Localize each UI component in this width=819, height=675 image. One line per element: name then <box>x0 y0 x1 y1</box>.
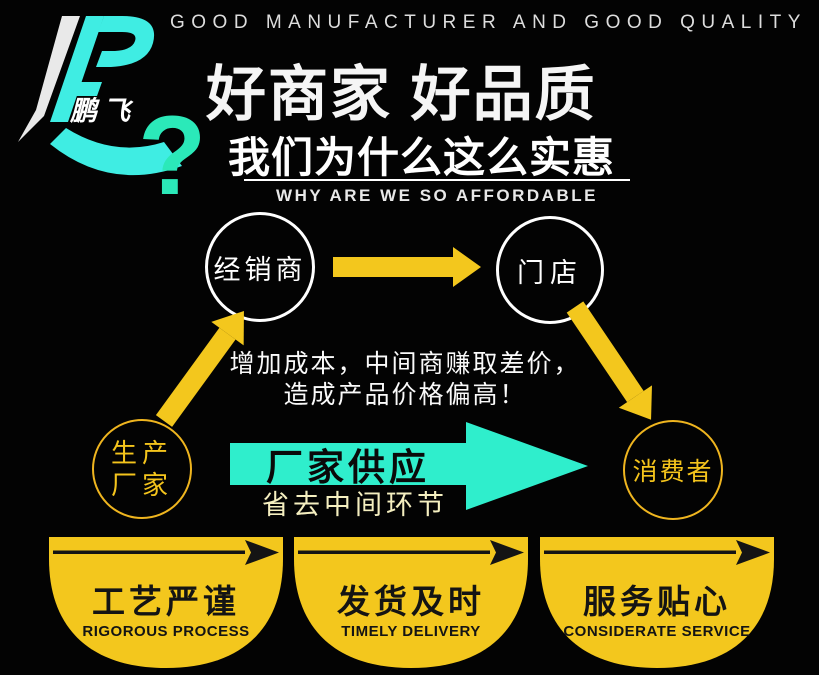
badge-shape <box>294 537 528 668</box>
node-manufacturer-line2: 厂家 <box>110 470 173 500</box>
feature-title: 工艺严谨 <box>92 583 240 620</box>
supply-arrow-body: 厂家供应 <box>230 443 466 488</box>
node-manufacturer: 生产 厂家 <box>92 419 192 519</box>
logo-swoosh-shape <box>50 128 182 176</box>
brand-name: 鹏飞 <box>69 96 136 126</box>
logo-stem-shape <box>50 16 104 122</box>
feature-badge-service: 服务贴心 CONSIDERATE SERVICE <box>540 537 774 669</box>
node-distributor-label: 经销商 <box>213 254 307 285</box>
feature-title: 发货及时 <box>337 583 485 620</box>
supply-arrow-sublabel: 省去中间环节 <box>262 490 448 520</box>
tagline: GOOD MANUFACTURER AND GOOD QUALITY <box>170 12 807 33</box>
middleman-note: 增加成本，中间商赚取差价， 造成产品价格偏高！ <box>200 349 610 412</box>
feature-badge-delivery: 发货及时 TIMELY DELIVERY <box>294 537 528 669</box>
badge-shape <box>540 537 774 668</box>
feature-title: 服务贴心 <box>583 583 731 620</box>
subtitle: 我们为什么这么实惠 <box>228 134 616 181</box>
node-consumer: 消费者 <box>623 420 723 520</box>
node-manufacturer-line1: 生产 <box>110 437 173 468</box>
node-consumer-label: 消费者 <box>632 458 714 486</box>
subtitle-english: WHY ARE WE SO AFFORDABLE <box>276 186 598 205</box>
badge-arrow-icon <box>736 540 770 565</box>
node-store: 门店 <box>496 216 604 324</box>
brand-logo: 鹏飞 <box>18 16 182 176</box>
supply-arrow-label: 厂家供应 <box>266 447 430 488</box>
logo-bowl-shape <box>96 16 155 67</box>
supply-arrow-head <box>466 422 588 510</box>
subtitle-underline <box>244 179 630 181</box>
question-mark-icon: ? <box>138 93 207 218</box>
middleman-note-line1: 增加成本，中间商赚取差价， <box>229 350 581 378</box>
node-manufacturer-label: 生产 厂家 <box>111 437 173 502</box>
feature-subtitle: TIMELY DELIVERY <box>341 623 481 640</box>
logo-blade-shape <box>18 16 80 142</box>
badge-shape <box>49 537 283 668</box>
arrow-shaft <box>333 257 453 277</box>
supply-arrow-icon: 厂家供应 <box>230 422 590 510</box>
arrow-distributor-to-store-icon <box>333 247 481 287</box>
logo-fbar-shape <box>67 82 102 96</box>
feature-badge-process: 工艺严谨 RIGOROUS PROCESS <box>49 537 283 669</box>
badge-arrow-icon <box>490 540 524 565</box>
feature-subtitle: RIGOROUS PROCESS <box>82 623 250 640</box>
node-distributor: 经销商 <box>205 212 315 322</box>
page-title: 好商家 好品质 <box>206 61 597 128</box>
arrow-head <box>453 247 481 287</box>
feature-subtitle: CONSIDERATE SERVICE <box>563 623 751 640</box>
node-store-label: 门店 <box>517 257 583 288</box>
middleman-note-line2: 造成产品价格偏高！ <box>283 381 527 410</box>
badge-arrow-icon <box>245 540 279 565</box>
